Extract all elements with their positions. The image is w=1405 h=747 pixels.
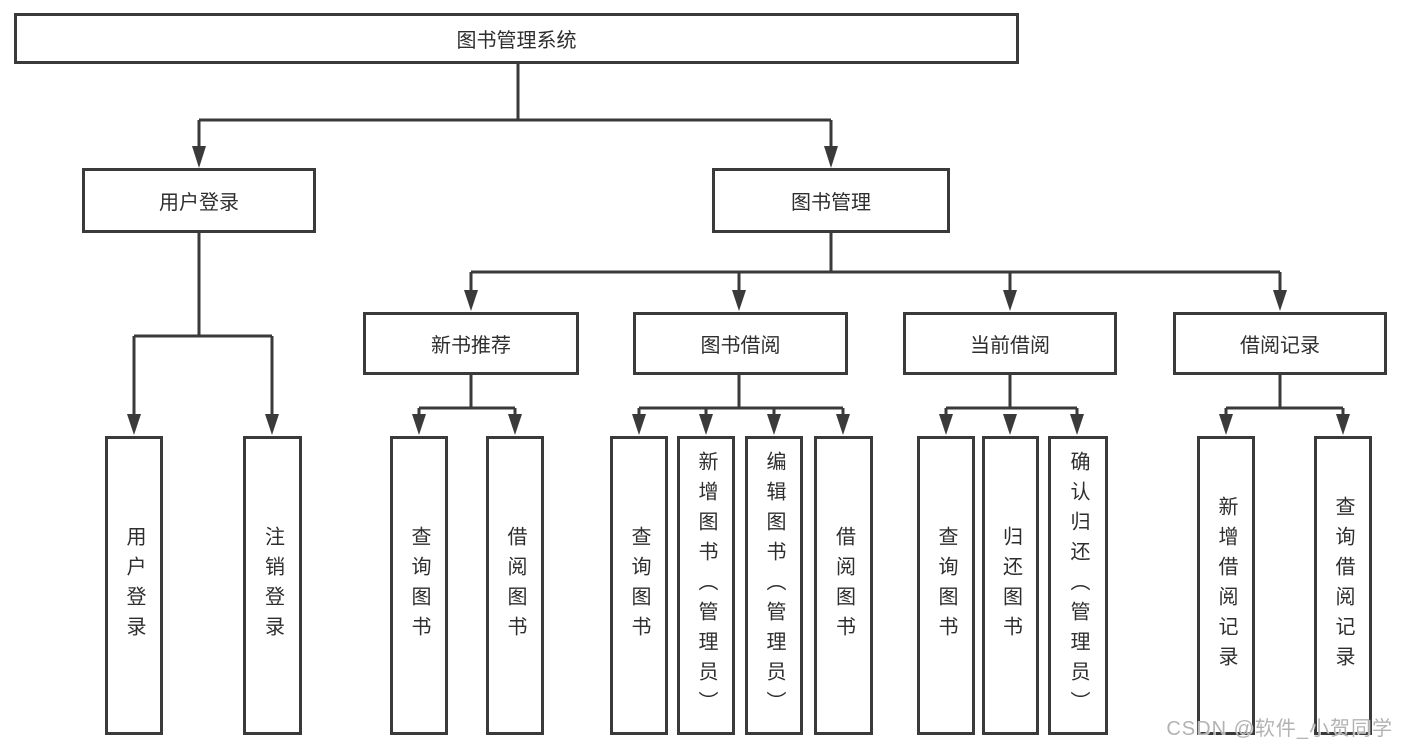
- leaf-label: 新增图书（管理员）: [695, 450, 717, 721]
- leaf-label: 确认归还（管理员）: [1067, 450, 1089, 721]
- node-label: 用户登录: [159, 192, 239, 214]
- tree-edges: [132, 64, 1345, 418]
- leaf-query-books-borrow: 查询图书: [610, 436, 668, 735]
- node-current-borrow: 当前借阅: [903, 312, 1117, 375]
- leaf-label: 归还图书: [999, 525, 1022, 646]
- leaf-label: 用户登录: [123, 525, 145, 646]
- leaf-label: 查询图书: [408, 525, 430, 646]
- leaf-label: 新增借阅记录: [1215, 495, 1237, 676]
- leaf-edit-books-admin: 编辑图书（管理员）: [745, 436, 803, 735]
- node-user-login: 用户登录: [82, 168, 316, 233]
- node-label: 图书管理: [791, 192, 871, 214]
- leaf-add-books-admin: 新增图书（管理员）: [677, 436, 735, 735]
- node-label: 新书推荐: [431, 335, 511, 357]
- node-label: 当前借阅: [970, 335, 1050, 357]
- leaf-label: 注销登录: [261, 525, 284, 646]
- leaf-return-books: 归还图书: [982, 436, 1039, 735]
- node-new-book-recommend: 新书推荐: [363, 312, 579, 375]
- leaf-label: 编辑图书（管理员）: [763, 450, 785, 721]
- leaf-user-login: 用户登录: [105, 436, 163, 735]
- leaf-borrow-books-recommend: 借阅图书: [486, 436, 544, 735]
- leaf-label: 借阅图书: [504, 525, 526, 646]
- node-borrow-records: 借阅记录: [1173, 312, 1387, 375]
- node-book-borrow: 图书借阅: [633, 312, 848, 375]
- leaf-query-books-current: 查询图书: [917, 436, 975, 735]
- leaf-logout: 注销登录: [243, 436, 302, 735]
- leaf-borrow-books: 借阅图书: [814, 436, 873, 735]
- leaf-query-books-recommend: 查询图书: [390, 436, 448, 735]
- leaf-label: 查询图书: [628, 525, 650, 646]
- leaf-label: 查询借阅记录: [1332, 495, 1354, 676]
- leaf-confirm-return-admin: 确认归还（管理员）: [1048, 436, 1108, 735]
- node-label: 图书借阅: [700, 335, 781, 357]
- leaf-add-borrow-record: 新增借阅记录: [1197, 436, 1255, 735]
- leaf-query-borrow-record: 查询借阅记录: [1314, 436, 1372, 735]
- node-label: 图书管理系统: [456, 30, 577, 52]
- leaf-label: 查询图书: [935, 525, 957, 646]
- node-book-management: 图书管理: [712, 168, 950, 233]
- node-library-management-system: 图书管理系统: [14, 13, 1019, 64]
- arrowhead-icons: [127, 146, 1350, 435]
- node-label: 借阅记录: [1240, 335, 1320, 357]
- leaf-label: 借阅图书: [832, 525, 855, 646]
